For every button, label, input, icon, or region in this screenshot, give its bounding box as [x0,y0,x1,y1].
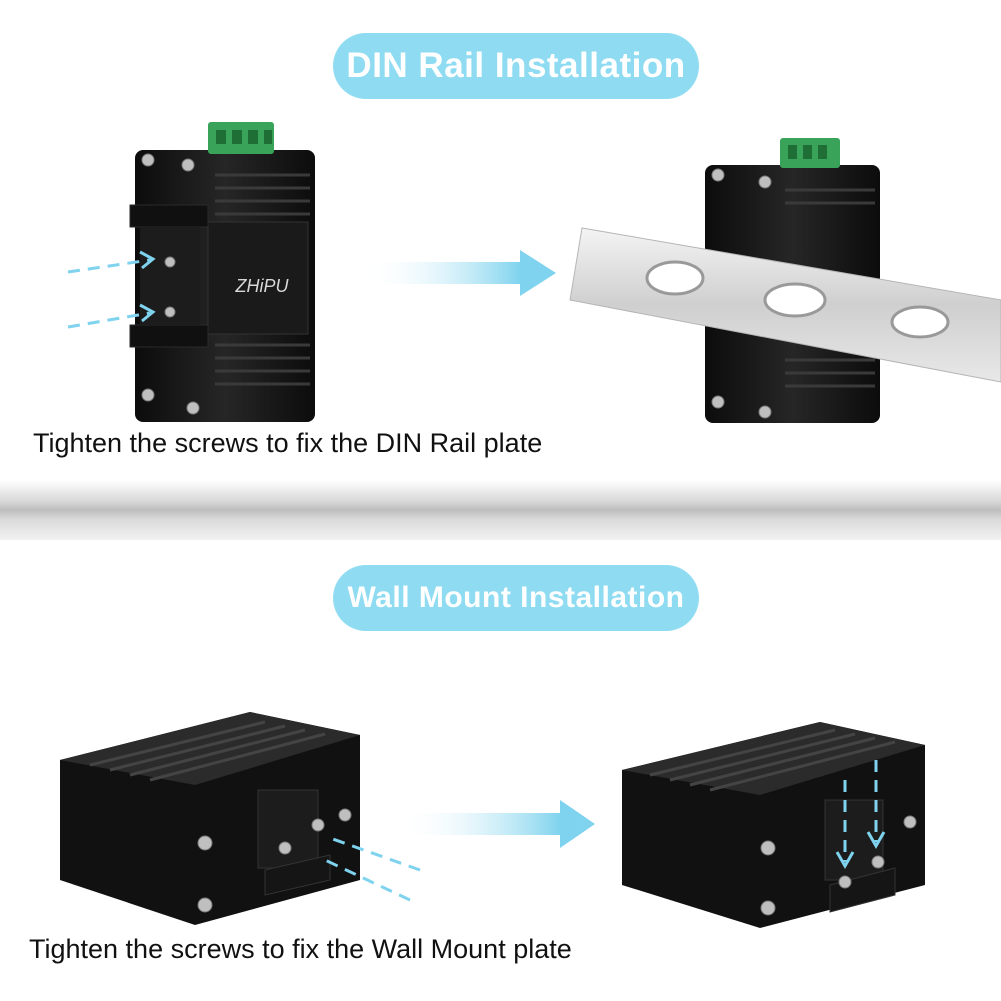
din-rail [569,227,1001,383]
din-rail-caption: Tighten the screws to fix the DIN Rail p… [33,428,543,458]
wall-device-left [60,712,360,925]
brand-logo: ZHiPU [235,276,290,296]
wall-mount-caption: Tighten the screws to fix the Wall Mount… [29,934,572,964]
wall-mount-title: Wall Mount Installation [333,565,699,631]
dashed-arrow-icon [67,258,151,329]
dashed-arrow-icon [843,760,878,862]
screw-icon [141,153,200,415]
arrow-right-icon [400,800,595,848]
din-device-left: ZHiPU [129,122,315,422]
section-divider [0,480,1001,540]
arrow-right-icon [365,250,556,296]
dashed-arrow-icon [324,836,421,902]
din-rail-title: DIN Rail Installation [333,33,699,99]
wall-device-right [622,722,925,928]
